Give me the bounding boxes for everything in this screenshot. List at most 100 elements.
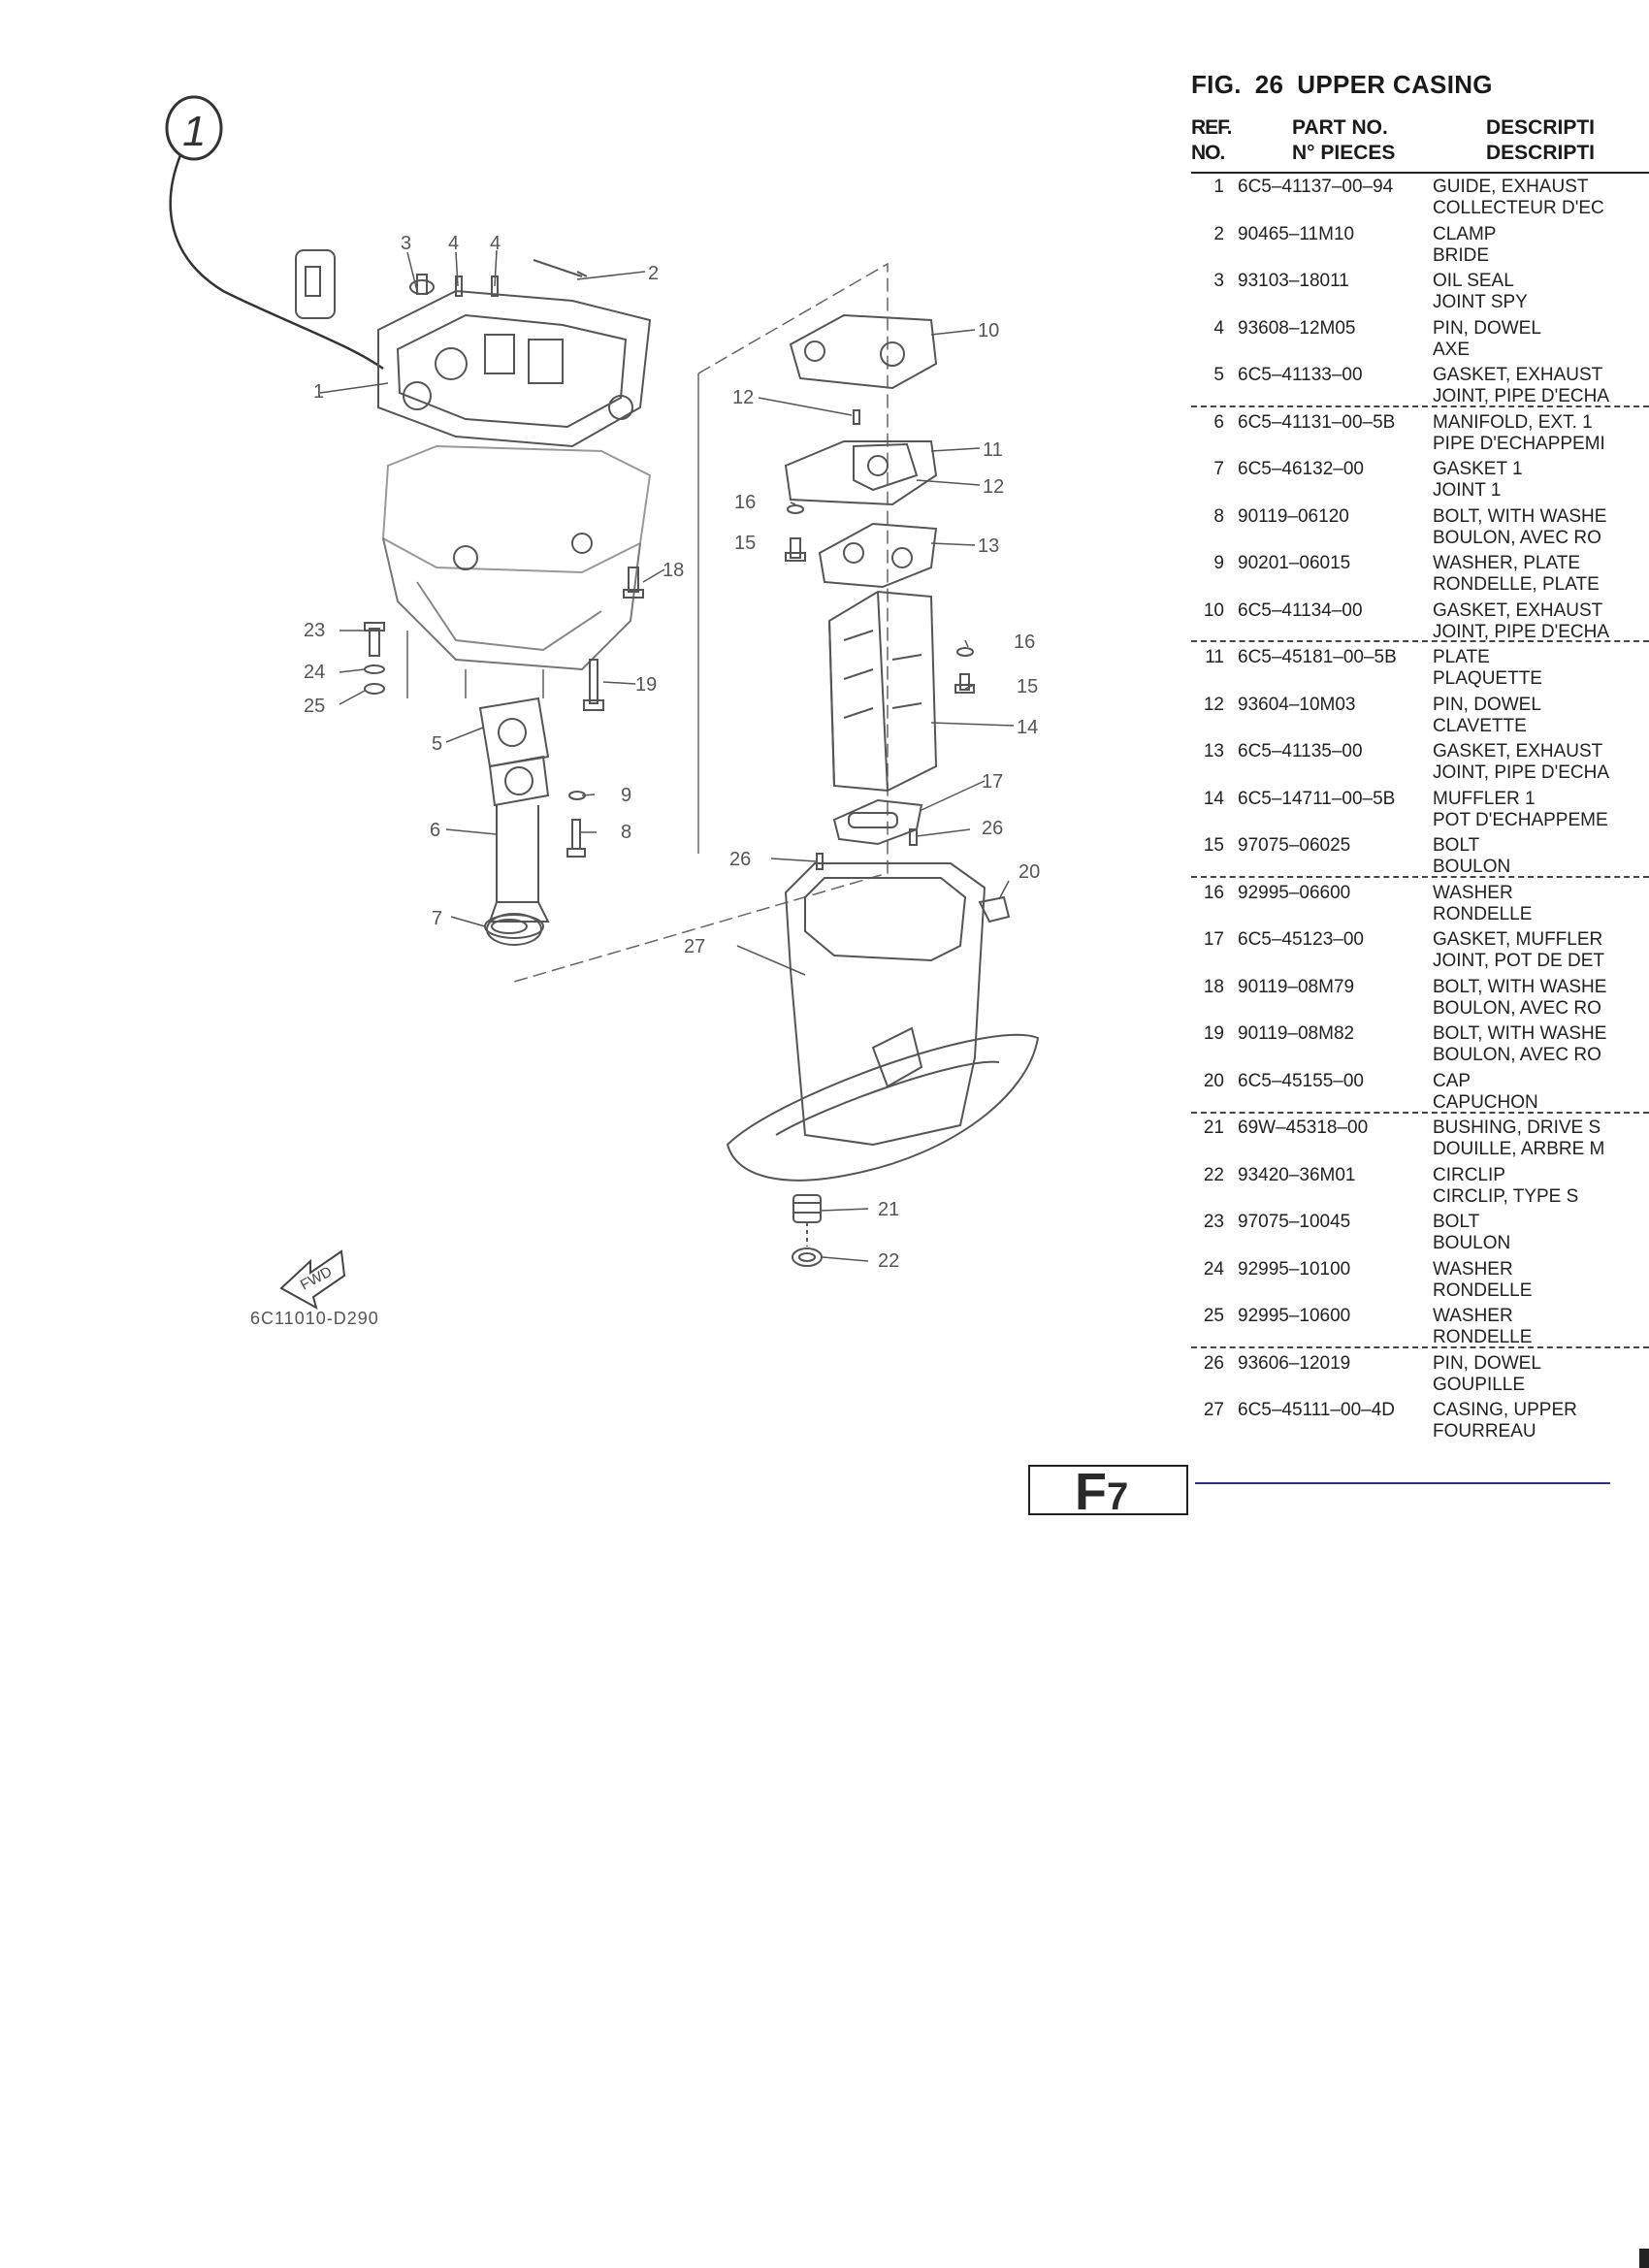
description-en: WASHER: [1433, 1306, 1513, 1326]
ref-cell: 7: [1213, 459, 1224, 479]
ref-cell: 17: [1203, 929, 1224, 950]
part-number-cell: 93606–12019: [1238, 1352, 1351, 1374]
part-number-cell: 6C5–41137–00–94: [1238, 177, 1394, 197]
part-number-cell: 6C5–45111–00–4D: [1238, 1400, 1395, 1420]
part-number-cell: 93103–18011: [1238, 271, 1349, 291]
part-number-cell: 6C5–45123–00: [1238, 929, 1364, 950]
callout-5: 5: [432, 733, 442, 755]
ref-cell: 16: [1203, 882, 1224, 903]
part-number-cell: 97075–10045: [1238, 1212, 1351, 1232]
description-fr: RONDELLE: [1433, 1280, 1533, 1301]
callout-14: 14: [1017, 717, 1038, 738]
part-number-cell: 97075–06025: [1238, 835, 1351, 856]
part-number-cell: 6C5–14711–00–5B: [1238, 788, 1396, 809]
callout-8: 8: [621, 822, 631, 843]
description-fr: CAPUCHON: [1433, 1091, 1538, 1113]
figure-code: 6C11010-D290: [250, 1309, 379, 1328]
ref-cell: 4: [1213, 317, 1224, 339]
description-en: BOLT, WITH WASHE: [1433, 976, 1607, 997]
description-en: PIN, DOWEL: [1433, 1352, 1541, 1374]
description-fr: JOINT, PIPE D'ECHA: [1433, 386, 1610, 406]
description-en: PLATE: [1433, 647, 1490, 667]
header-part-no: PART NO.: [1292, 116, 1388, 139]
callout-26a: 26: [729, 849, 751, 870]
ref-cell: 18: [1203, 976, 1224, 997]
part-number-cell: 6C5–41131–00–5B: [1238, 411, 1396, 433]
group-separator: [1191, 405, 1649, 407]
group-separator: [1191, 1112, 1649, 1114]
description-fr: BRIDE: [1433, 244, 1490, 266]
description-en: PIN, DOWEL: [1433, 317, 1541, 339]
callout-27: 27: [684, 936, 705, 957]
ref-cell: 1: [1213, 177, 1224, 197]
callout-21: 21: [878, 1199, 899, 1220]
description-fr: JOINT, POT DE DET: [1433, 951, 1605, 971]
header-rule: [1191, 172, 1649, 174]
ref-cell: 14: [1203, 788, 1224, 809]
description-fr: PIPE D'ECHAPPEMI: [1433, 433, 1605, 454]
description-fr: RONDELLE: [1433, 903, 1533, 924]
ref-cell: 5: [1213, 365, 1224, 385]
right-column-parts: [726, 313, 1040, 1267]
part-number-cell: 6C5–41134–00: [1238, 599, 1363, 621]
ref-cell: 2: [1213, 223, 1224, 244]
description-en: CAP: [1433, 1070, 1471, 1091]
description-en: BOLT, WITH WASHE: [1433, 1023, 1607, 1044]
description-fr: BOULON: [1433, 857, 1511, 877]
page-reference-box: F7: [1028, 1465, 1188, 1518]
description-fr: CLAVETTE: [1433, 715, 1527, 736]
group-separator: [1191, 1346, 1649, 1348]
handwritten-mark: [165, 95, 384, 371]
part-number-cell: 90201–06015: [1238, 553, 1351, 573]
callout-4b: 4: [490, 233, 501, 254]
part-number-cell: 90119–08M82: [1238, 1023, 1355, 1044]
callout-1: 1: [313, 381, 324, 403]
part-number-cell: 6C5–46132–00: [1238, 459, 1364, 479]
handwritten-mark-text: 1: [182, 108, 206, 155]
part-number-cell: 90119–06120: [1238, 505, 1349, 527]
header-description-en: DESCRIPTI: [1486, 116, 1596, 139]
callout-13: 13: [978, 535, 999, 557]
page-section-number: 7: [1107, 1475, 1129, 1518]
description-fr: BOULON, AVEC RO: [1433, 997, 1601, 1019]
ref-cell: 19: [1203, 1023, 1224, 1044]
description-en: GASKET, EXHAUST: [1433, 365, 1603, 385]
callout-15a: 15: [734, 533, 756, 554]
part-number-cell: 6C5–41135–00: [1238, 741, 1363, 761]
callout-11: 11: [983, 439, 1003, 461]
callout-7: 7: [432, 908, 442, 929]
ref-cell: 12: [1203, 694, 1224, 715]
part-number-cell: 92995–10600: [1238, 1306, 1351, 1326]
callout-23: 23: [304, 620, 325, 641]
ref-cell: 15: [1203, 835, 1224, 856]
callout-9: 9: [621, 785, 631, 806]
part-number-cell: 6C5–45181–00–5B: [1238, 647, 1397, 667]
callout-22: 22: [878, 1250, 899, 1272]
description-fr: POT D'ECHAPPEME: [1433, 809, 1608, 830]
ref-cell: 23: [1203, 1212, 1224, 1232]
part-number-cell: 90465–11M10: [1238, 223, 1355, 244]
ref-cell: 11: [1205, 647, 1224, 667]
description-fr: PLAQUETTE: [1433, 668, 1542, 689]
exhaust-manifold-parts: [364, 567, 644, 946]
ref-cell: 25: [1203, 1306, 1224, 1326]
callout-19: 19: [635, 674, 657, 696]
ref-cell: 21: [1203, 1118, 1224, 1138]
description-en: GASKET 1: [1433, 459, 1523, 479]
